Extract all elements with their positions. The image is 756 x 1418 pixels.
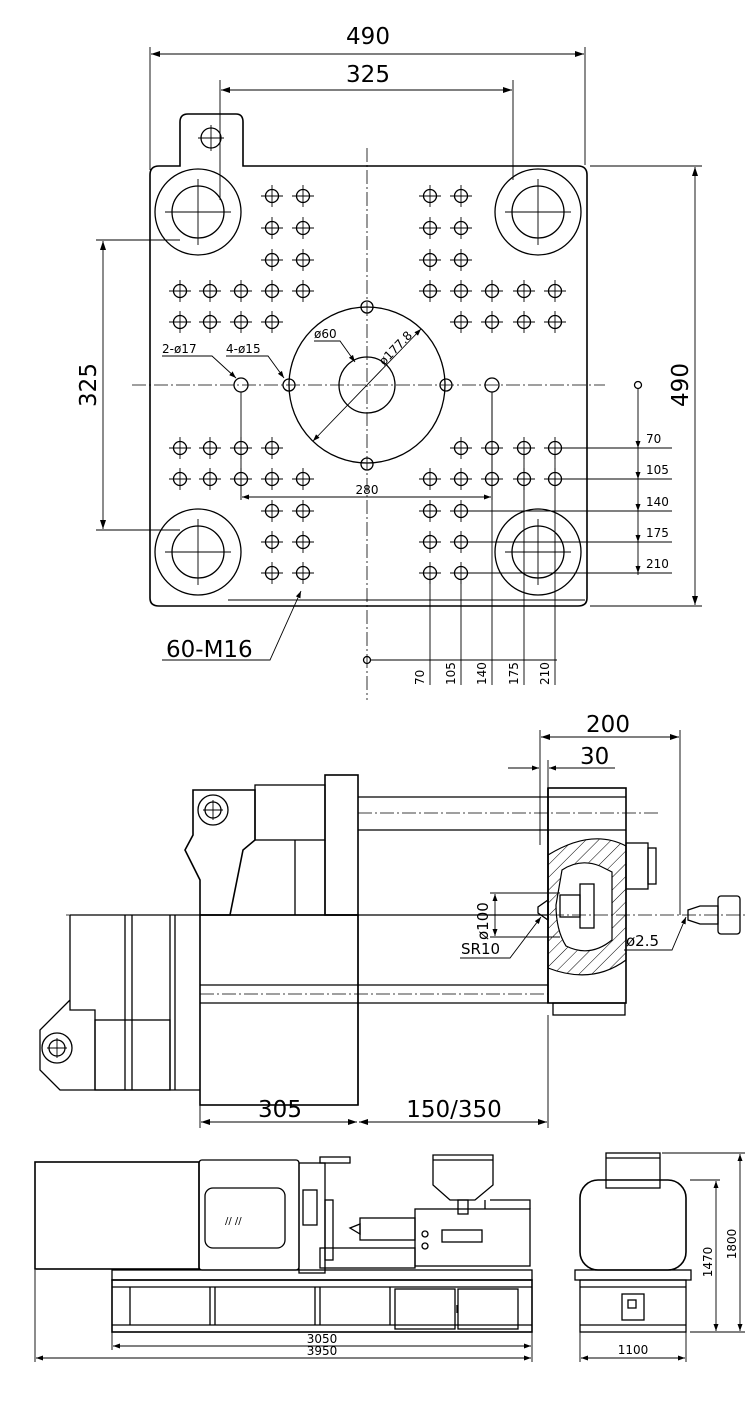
h-offset-105: 105: [444, 662, 458, 685]
mould-range-label: 150/350: [406, 1097, 502, 1123]
tiebar-h-label: 325: [346, 62, 390, 88]
height-total-label: 1800: [725, 1229, 739, 1260]
pcd-circle: [288, 306, 446, 464]
tiebar-h-dimension: 325: [219, 62, 514, 200]
width-label: 490: [346, 24, 390, 50]
height-inner-label: 1470: [701, 1247, 715, 1278]
h-offset-210: 210: [538, 662, 552, 685]
center-bore-label: ø60: [314, 327, 337, 341]
hopper: [432, 1154, 494, 1201]
base-frame: [111, 1279, 533, 1333]
stroke-total-label: 200: [586, 712, 630, 738]
mould-dim-label: 305: [258, 1097, 302, 1123]
side-view: 200 30: [39, 712, 745, 1128]
clamp-cover: [34, 1161, 200, 1270]
machine-body: [199, 914, 359, 1106]
nozzle-dia-label: ø100: [474, 902, 492, 940]
length-inner-label: 3050: [307, 1332, 338, 1346]
svg-text:// //: // //: [225, 1216, 242, 1227]
h-offset-175: 175: [507, 662, 521, 685]
length-total-label: 3950: [307, 1344, 338, 1358]
h-offset-dimensions: 70 105 140 175 210: [362, 392, 557, 685]
moving-platen: [324, 774, 359, 916]
height-label: 490: [668, 363, 694, 407]
injection-unit: [414, 1208, 531, 1267]
platen-view: 490 325: [76, 24, 702, 700]
toggle-linkage: [184, 789, 256, 916]
tiebar-v-label: 325: [76, 363, 102, 407]
machine-view: // // 3050 3950: [34, 1152, 745, 1362]
radius-label: SR10: [461, 940, 500, 958]
locating-holes-label: 4-ø15: [226, 342, 261, 356]
ejector-holes-label: 2-ø17: [162, 342, 197, 356]
v-offset-70: 70: [646, 432, 661, 446]
platen-outline: [149, 113, 588, 607]
tiebar-v-dimension: 325: [76, 239, 180, 531]
v-offset-140: 140: [646, 495, 669, 509]
tiebar-bosses: [154, 168, 582, 596]
height-dimension: 490: [590, 165, 702, 607]
width-label-machine: 1100: [618, 1343, 649, 1357]
hopper-end: [605, 1152, 661, 1189]
h-offset-140: 140: [475, 662, 489, 685]
m16-bolt-holes: [169, 185, 566, 584]
pcd-label: ø177.8: [376, 328, 415, 368]
offset-label: 30: [580, 744, 609, 770]
bolt-holes-label: 60-M16: [166, 637, 253, 663]
v-offset-105: 105: [646, 463, 669, 477]
v-offset-210: 210: [646, 557, 669, 571]
orifice-label: ø2.5: [626, 932, 659, 950]
end-view-body: [579, 1179, 687, 1271]
width-dimension: 490: [149, 24, 586, 170]
v-offset-dimensions: 70 105 140 175 210: [462, 380, 672, 575]
v-offset-175: 175: [646, 526, 669, 540]
span-label: 280: [356, 483, 379, 497]
h-offset-70: 70: [413, 670, 427, 685]
